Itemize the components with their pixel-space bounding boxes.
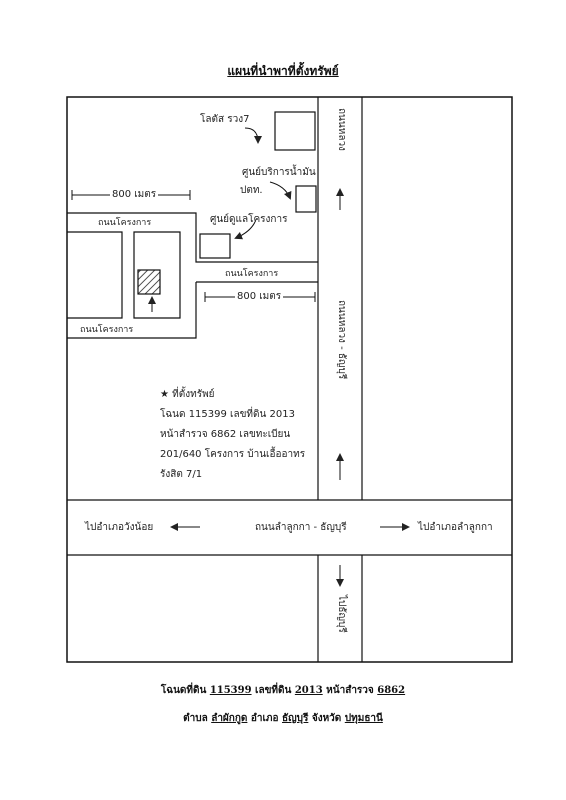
deed-number: 115399 xyxy=(209,685,252,696)
ptt-sub-label: ปตท. xyxy=(240,185,263,196)
ptt-station xyxy=(295,185,317,213)
property-note-line4: รังสิต 7/1 xyxy=(160,469,203,480)
to-lam-luk-ka-label: ไปอำเภอลำลูกกา xyxy=(418,522,493,533)
road-housing-bottom: ถนนโครงการ xyxy=(80,325,134,335)
road-housing-mid: ถนนโครงการ xyxy=(225,269,279,279)
deed-info: โฉนดที่ดิน 115399 เลขที่ดิน 2013 หน้าสำร… xyxy=(160,685,406,696)
housing-center-building xyxy=(199,233,231,259)
page-title: แผนที่นำพาที่ตั้งทรัพย์ xyxy=(227,64,339,78)
location-info: ตำบล ลำผักกูด อำเภอ ธัญบุรี จังหวัด ปทุม… xyxy=(183,713,383,724)
road-housing-top: ถนนโครงการ xyxy=(98,218,152,228)
province: ปทุมธานี xyxy=(344,713,383,724)
subdistrict: ลำผักกูด xyxy=(211,713,248,724)
map-frame xyxy=(66,96,513,663)
main-road-label: ถนนลำลูกกา - ธัญบุรี xyxy=(255,522,347,533)
district: ธัญบุรี xyxy=(282,713,309,724)
to-wang-noi-label: ไปอำเภอวังน้อย xyxy=(85,522,154,533)
highway-label-top: ถนนหลวง xyxy=(336,108,347,151)
property-note-line3: 201/640 โครงการ บ้านเอื้ออาทร xyxy=(160,449,306,460)
property-note-line1: โฉนด 115399 เลขที่ดิน 2013 xyxy=(160,409,295,420)
lotus-building xyxy=(274,111,316,151)
property-hatched xyxy=(137,269,161,295)
highway-label-bottom: ไปธัญบุรี xyxy=(336,595,347,633)
property-note-title: ★ ที่ตั้งทรัพย์ xyxy=(160,389,215,400)
housing-center-label: ศูนย์ดูแลโครงการ xyxy=(210,214,288,225)
property-note: ★ ที่ตั้งทรัพย์ โฉนด 115399 เลขที่ดิน 20… xyxy=(160,385,305,485)
lotus-label: โลตัส รวง7 xyxy=(200,114,250,125)
property-note-line2: หน้าสำรวจ 6862 เลขทะเบียน xyxy=(160,429,291,440)
ptt-center-label: ศูนย์บริการน้ำมัน xyxy=(242,167,316,178)
distance-top: 800 เมตร xyxy=(110,187,159,202)
distance-mid: 800 เมตร xyxy=(235,289,284,304)
survey-number: 6862 xyxy=(377,685,406,696)
land-number: 2013 xyxy=(294,685,323,696)
highway-label-mid: ถนนหลวง - ธัญบุรี xyxy=(336,300,347,380)
